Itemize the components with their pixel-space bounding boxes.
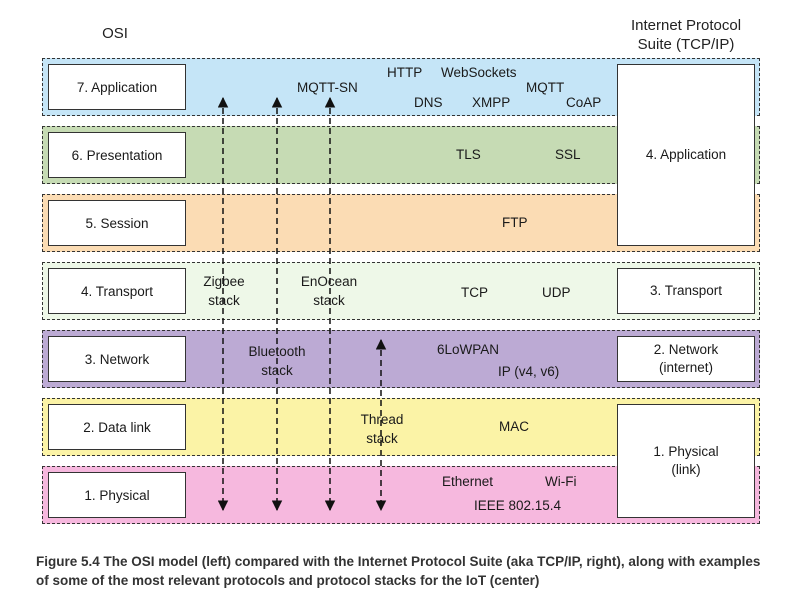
- figure-caption: Figure 5.4 The OSI model (left) compared…: [36, 554, 761, 588]
- bluetooth-stack-label: Bluetooth stack: [248, 344, 306, 378]
- protocol-mac: MAC: [499, 419, 529, 434]
- protocol-tls: TLS: [456, 147, 481, 162]
- osi-layer-datalink: 2. Data link: [48, 404, 186, 450]
- protocol-xmpp: XMPP: [472, 95, 511, 110]
- tcpip-header: Internet Protocol Suite (TCP/IP): [630, 17, 742, 53]
- protocol-ssl: SSL: [555, 147, 581, 162]
- thread-stack-label: Thread stack: [360, 412, 404, 446]
- tcpip-layer-physical: 1. Physical (link): [617, 404, 755, 518]
- protocol-6lowpan: 6LoWPAN: [437, 342, 500, 357]
- osi-header: OSI: [102, 25, 128, 42]
- tcpip-layer-network: 2. Network (internet): [617, 336, 755, 382]
- tcpip-layer-application: 4. Application: [617, 64, 755, 246]
- protocol-http: HTTP: [387, 65, 423, 80]
- tcpip-layer-transport: 3. Transport: [617, 268, 755, 314]
- enocean-stack-label: EnOcean stack: [300, 274, 358, 308]
- osi-layer-network: 3. Network: [48, 336, 186, 382]
- protocol-mqtt-sn: MQTT-SN: [297, 80, 358, 95]
- protocol-ip: IP (v4, v6): [498, 364, 560, 379]
- osi-layer-physical: 1. Physical: [48, 472, 186, 518]
- protocol-dns: DNS: [414, 95, 443, 110]
- protocol-ftp: FTP: [502, 215, 528, 230]
- protocol-wifi: Wi-Fi: [545, 474, 577, 489]
- osi-layer-presentation: 6. Presentation: [48, 132, 186, 178]
- protocol-coap: CoAP: [566, 95, 602, 110]
- osi-layer-application: 7. Application: [48, 64, 186, 110]
- protocol-ieee-802-15-4: IEEE 802.15.4: [474, 498, 562, 513]
- osi-layer-session: 5. Session: [48, 200, 186, 246]
- zigbee-stack-label: Zigbee stack: [203, 274, 245, 308]
- protocol-mqtt: MQTT: [526, 80, 565, 95]
- osi-layer-transport: 4. Transport: [48, 268, 186, 314]
- protocol-websockets: WebSockets: [441, 65, 517, 80]
- protocol-ethernet: Ethernet: [442, 474, 494, 489]
- protocol-tcp: TCP: [461, 285, 488, 300]
- protocol-udp: UDP: [542, 285, 571, 300]
